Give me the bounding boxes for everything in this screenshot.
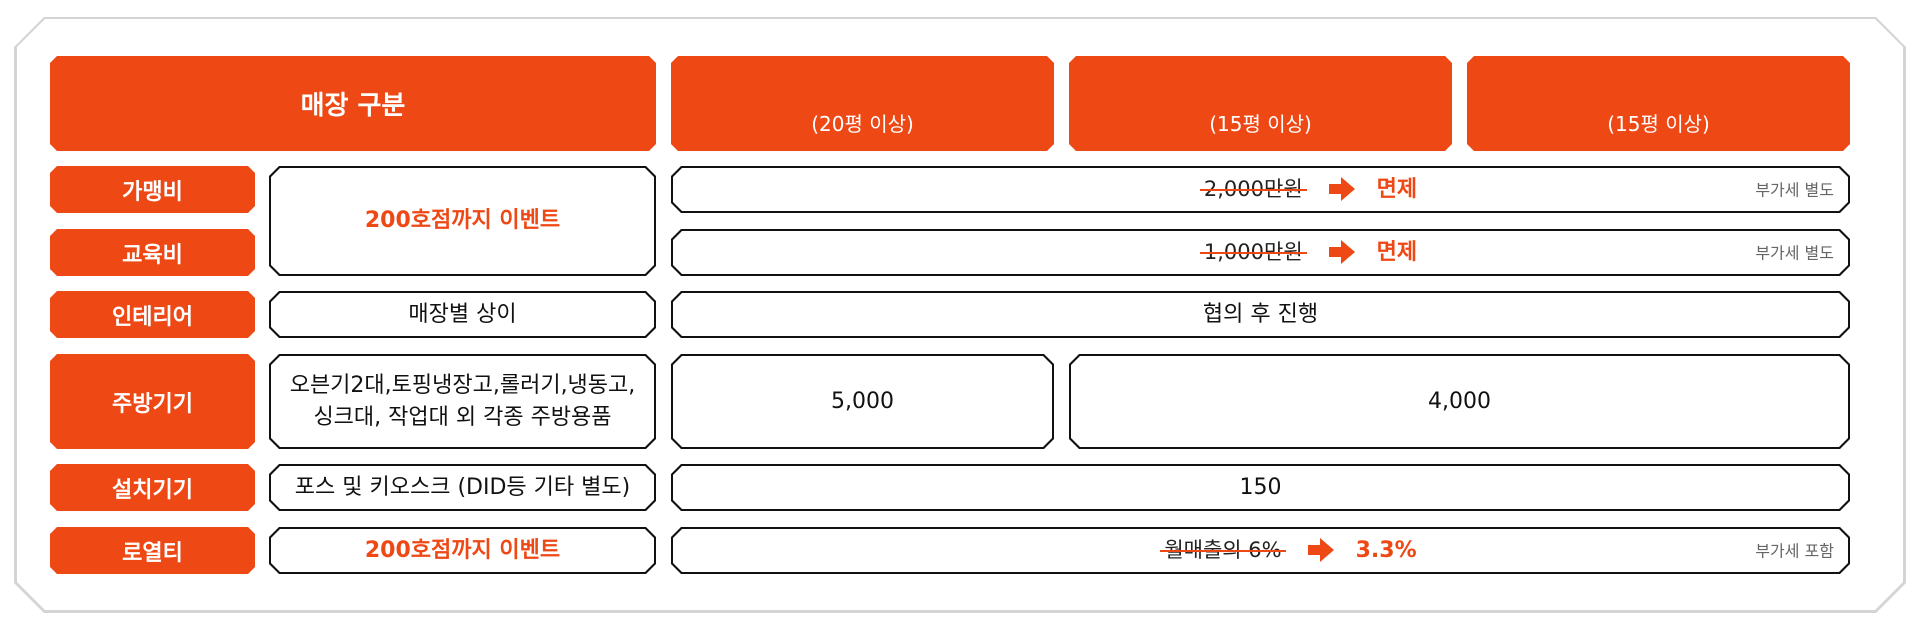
header-col-15a: (15평 이상) (1069, 56, 1452, 151)
interior-condition: 매장별 상이 (408, 301, 517, 327)
royalty-vat-note: 부가세 포함 (1755, 540, 1834, 560)
header-col-15b: (15평 이상) (1467, 56, 1850, 151)
franchise-fee-old-price: 2,000만원 (1204, 174, 1303, 204)
label-installation: 설치기기 (50, 464, 255, 511)
installation-condition: 포스 및 키오스크 (DID등 기타 별도) (294, 474, 631, 500)
header-col-20: (20평 이상) (671, 56, 1054, 151)
franchise-fee-new-price: 면제 (1376, 176, 1418, 202)
cell-event-fees: 200호점까지 이벤트 (269, 166, 656, 276)
cell-kitchen-value-15: 4,000 (1069, 354, 1850, 449)
header-category: 매장 구분 (50, 56, 656, 151)
label-training-fee: 교육비 (50, 229, 255, 276)
installation-value: 150 (1239, 474, 1282, 500)
cell-kitchen-value-20: 5,000 (671, 354, 1054, 449)
cell-training-fee-value: 1,000만원 면제 부가세 별도 (671, 229, 1850, 276)
cell-kitchen-condition: 오븐기2대,토핑냉장고,롤러기,냉동고, 싱크대, 작업대 외 각종 주방용품 (269, 354, 656, 449)
kitchen-condition-line1: 오븐기2대,토핑냉장고,롤러기,냉동고, (289, 372, 636, 398)
label-franchise-fee: 가맹비 (50, 166, 255, 213)
label-interior: 인테리어 (50, 291, 255, 338)
cell-franchise-fee-value: 2,000만원 면제 부가세 별도 (671, 166, 1850, 213)
training-fee-new-price: 면제 (1376, 239, 1418, 265)
kitchen-value-20: 5,000 (831, 388, 894, 414)
royalty-old-rate: 월매출의 6% (1164, 535, 1281, 565)
training-fee-vat-note: 부가세 별도 (1755, 242, 1834, 262)
training-fee-old-price: 1,000만원 (1204, 237, 1303, 267)
cell-installation-value: 150 (671, 464, 1850, 511)
arrow-right-icon (1329, 239, 1355, 265)
franchise-fee-vat-note: 부가세 별도 (1755, 179, 1834, 199)
arrow-right-icon (1329, 176, 1355, 202)
royalty-new-rate: 3.3% (1355, 537, 1417, 563)
cell-royalty-condition: 200호점까지 이벤트 (269, 527, 656, 574)
cell-installation-condition: 포스 및 키오스크 (DID등 기타 별도) (269, 464, 656, 511)
kitchen-condition-line2: 싱크대, 작업대 외 각종 주방용품 (313, 404, 612, 430)
kitchen-value-15: 4,000 (1428, 388, 1491, 414)
event-text: 200호점까지 이벤트 (364, 208, 561, 234)
arrow-right-icon (1308, 537, 1334, 563)
interior-value: 협의 후 진행 (1202, 301, 1319, 327)
cell-interior-value: 협의 후 진행 (671, 291, 1850, 338)
cell-interior-condition: 매장별 상이 (269, 291, 656, 338)
label-kitchen: 주방기기 (50, 354, 255, 449)
label-royalty: 로열티 (50, 527, 255, 574)
royalty-event-text: 200호점까지 이벤트 (364, 537, 561, 563)
cell-royalty-value: 월매출의 6% 3.3% 부가세 포함 (671, 527, 1850, 574)
